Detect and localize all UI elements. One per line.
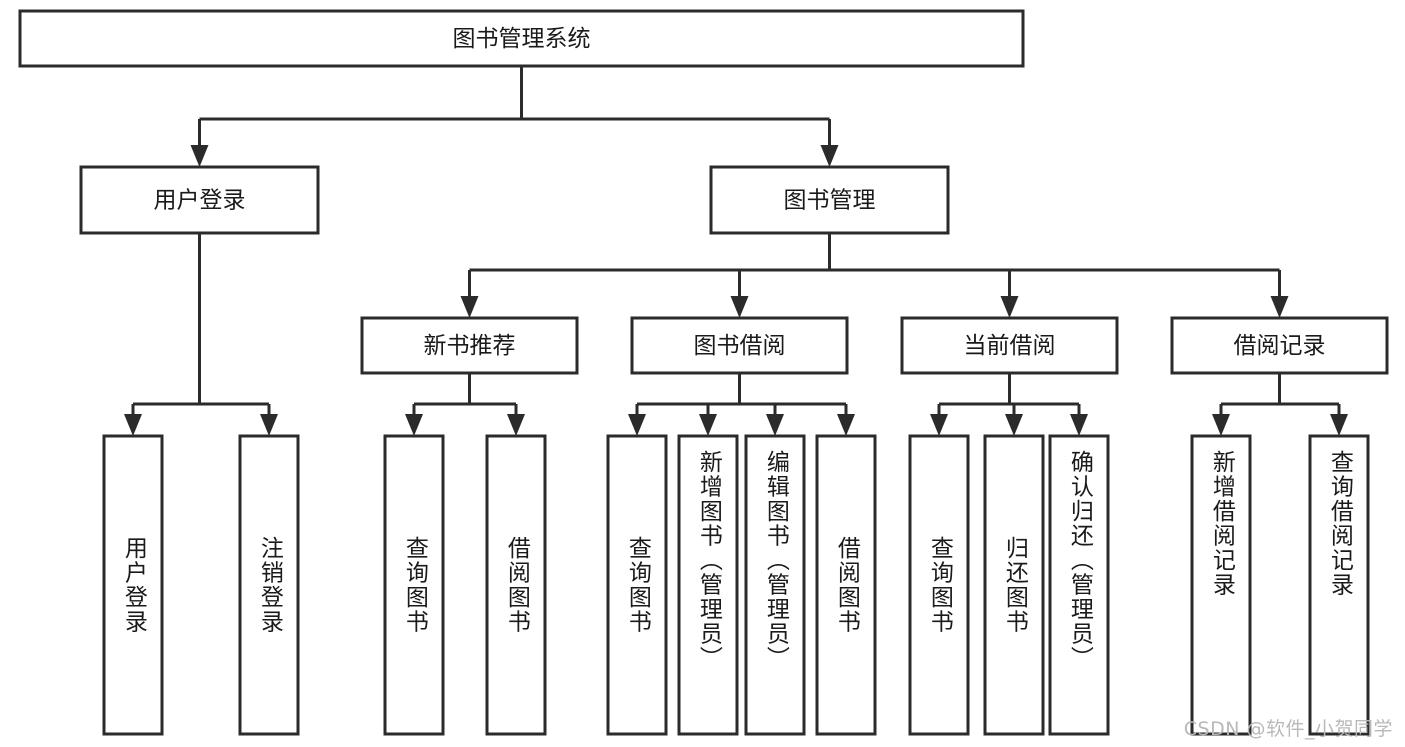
node-注销登录-leaf-1-rect[interactable] xyxy=(238,434,300,736)
node-查询图书-leaf-4-rect[interactable] xyxy=(606,434,668,736)
node-借阅图书-leaf-3[interactable] xyxy=(485,434,547,736)
node-新增借阅记录-leaf-11[interactable] xyxy=(1190,434,1252,736)
node-归还图书-leaf-9-rect[interactable] xyxy=(983,434,1045,736)
arrow-head-icon xyxy=(930,414,948,436)
node-用户登录-l2-rect[interactable] xyxy=(79,165,320,235)
arrow-head-icon xyxy=(124,414,142,436)
node-借阅记录-l3-label: 借阅记录 xyxy=(1234,333,1326,359)
arrow-head-icon xyxy=(1005,414,1023,436)
watermark: CSDN @软件_小贺同学 xyxy=(1183,718,1393,740)
arrow-head-icon xyxy=(837,414,855,436)
node-归还图书-leaf-9[interactable] xyxy=(983,434,1045,736)
node-新书推荐-l3-rect[interactable] xyxy=(360,316,579,375)
node-新书推荐-l3[interactable]: 新书推荐 xyxy=(360,316,579,375)
arrow-head-icon xyxy=(190,145,209,167)
node-图书管理-l2-label: 图书管理 xyxy=(784,188,876,214)
arrow-head-icon xyxy=(460,296,479,318)
node-新增借阅记录-leaf-11-rect[interactable] xyxy=(1190,434,1252,736)
arrow-head-icon xyxy=(405,414,423,436)
node-新增图书管理员-leaf-5[interactable] xyxy=(677,434,739,736)
node-借阅记录-l3[interactable]: 借阅记录 xyxy=(1170,316,1389,375)
arrow-head-icon xyxy=(730,296,749,318)
arrow-head-icon xyxy=(1070,414,1088,436)
node-注销登录-leaf-1[interactable] xyxy=(238,434,300,736)
node-图书借阅-l3[interactable]: 图书借阅 xyxy=(630,316,849,375)
node-图书管理-l2[interactable]: 图书管理 xyxy=(709,165,950,235)
arrow-head-icon xyxy=(1000,296,1019,318)
node-图书借阅-l3-label: 图书借阅 xyxy=(694,333,786,359)
node-图书借阅-l3-rect[interactable] xyxy=(630,316,849,375)
node-借阅图书-leaf-7[interactable] xyxy=(815,434,877,736)
arrow-head-icon xyxy=(699,414,717,436)
arrow-head-icon xyxy=(628,414,646,436)
node-root[interactable]: 图书管理系统 xyxy=(18,9,1025,68)
node-用户登录-l2-label: 用户登录 xyxy=(154,188,246,214)
arrow-head-icon xyxy=(1212,414,1230,436)
node-借阅图书-leaf-7-rect[interactable] xyxy=(815,434,877,736)
node-借阅图书-leaf-3-rect[interactable] xyxy=(485,434,547,736)
node-查询借阅记录-leaf-12-rect[interactable] xyxy=(1308,434,1370,736)
node-root-label: 图书管理系统 xyxy=(453,26,591,52)
node-确认归还管理员-leaf-10-rect[interactable] xyxy=(1048,434,1110,736)
node-新书推荐-l3-label: 新书推荐 xyxy=(424,333,516,359)
node-root-rect[interactable] xyxy=(18,9,1025,68)
node-编辑图书管理员-leaf-6-rect[interactable] xyxy=(744,434,806,736)
arrow-head-icon xyxy=(260,414,278,436)
node-查询图书-leaf-2-rect[interactable] xyxy=(383,434,445,736)
arrow-head-icon xyxy=(507,414,525,436)
node-当前借阅-l3-label: 当前借阅 xyxy=(964,333,1056,359)
connector-layer xyxy=(124,66,1348,436)
node-查询图书-leaf-8-rect[interactable] xyxy=(908,434,970,736)
node-借阅记录-l3-rect[interactable] xyxy=(1170,316,1389,375)
node-图书管理-l2-rect[interactable] xyxy=(709,165,950,235)
node-用户登录-leaf-0[interactable] xyxy=(102,434,164,736)
arrow-head-icon xyxy=(1270,296,1289,318)
arrow-head-icon xyxy=(1330,414,1348,436)
node-查询图书-leaf-4[interactable] xyxy=(606,434,668,736)
node-当前借阅-l3-rect[interactable] xyxy=(900,316,1119,375)
node-用户登录-l2[interactable]: 用户登录 xyxy=(79,165,320,235)
node-确认归还管理员-leaf-10[interactable] xyxy=(1048,434,1110,736)
node-用户登录-leaf-0-rect[interactable] xyxy=(102,434,164,736)
node-新增图书管理员-leaf-5-rect[interactable] xyxy=(677,434,739,736)
node-查询借阅记录-leaf-12[interactable] xyxy=(1308,434,1370,736)
node-编辑图书管理员-leaf-6[interactable] xyxy=(744,434,806,736)
node-当前借阅-l3[interactable]: 当前借阅 xyxy=(900,316,1119,375)
arrow-head-icon xyxy=(820,145,839,167)
arrow-head-icon xyxy=(766,414,784,436)
node-查询图书-leaf-2[interactable] xyxy=(383,434,445,736)
node-查询图书-leaf-8[interactable] xyxy=(908,434,970,736)
